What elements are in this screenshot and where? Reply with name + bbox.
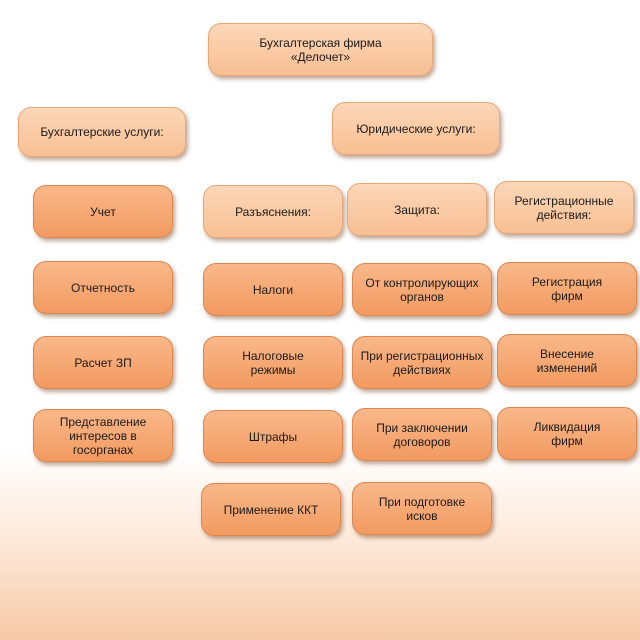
accounting-services-node: Бухгалтерские услуги: (18, 107, 186, 157)
explanations-node: Разъяснения: (203, 185, 343, 238)
acc-item-accounting: Учет (33, 185, 173, 238)
firm-name-line2: «Делочет» (290, 49, 351, 64)
reg-item-amendments: Внесение изменений (497, 334, 637, 387)
expl-item-tax-regimes: Налоговые режимы (203, 336, 343, 389)
expl-item-taxes: Налоги (203, 263, 343, 316)
prot-item-contracts: При заключении договоров (352, 408, 492, 461)
reg-item-company-registration: Регистрация фирм (497, 262, 637, 315)
reg-item-liquidation: Ликвидация фирм (497, 407, 637, 460)
acc-item-payroll: Расчет ЗП (33, 336, 173, 389)
expl-item-cash-register: Применение ККТ (201, 483, 341, 536)
registration-actions-node: Регистрационные действия: (494, 181, 634, 234)
firm-node: Бухгалтерская фирма «Делочет» (208, 23, 433, 76)
legal-services-node: Юридические услуги: (332, 102, 500, 155)
protection-node: Защита: (347, 183, 487, 236)
prot-item-control-bodies: От контролирующих органов (352, 263, 492, 316)
acc-item-reporting: Отчетность (33, 261, 173, 314)
prot-item-registration: При регистрационных действиях (352, 336, 492, 389)
expl-item-fines: Штрафы (203, 410, 343, 463)
acc-item-representation: Представление интересов в госорганах (33, 409, 173, 462)
firm-name-line1: Бухгалтерская фирма (259, 35, 382, 50)
prot-item-lawsuits: При подготовке исков (352, 482, 492, 535)
